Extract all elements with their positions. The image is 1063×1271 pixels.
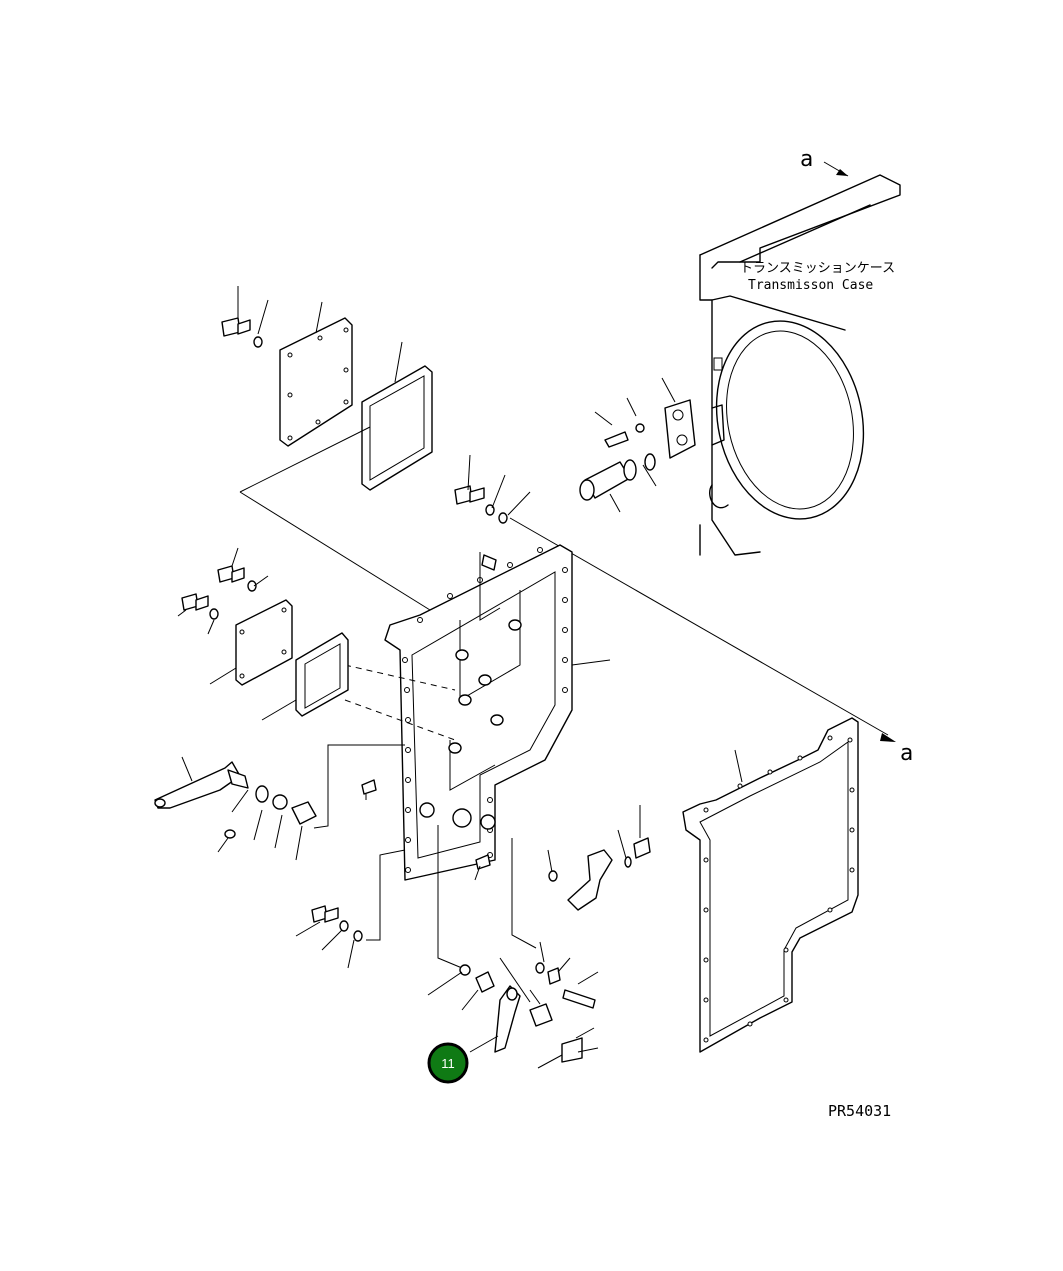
lever-assembly-right [547,805,651,911]
transmission-case [699,174,901,556]
cover-plate-top [221,286,433,491]
lever-assembly-left [154,744,405,861]
callout-number: 11 [441,1056,455,1071]
ref-letter-top: a [800,147,813,172]
case-label-jp: トランスミッションケース [740,261,895,276]
cover-plate-left [177,547,349,721]
bolts-lower-left [295,849,406,969]
arrow-head-icon [836,169,848,176]
part-callout-11[interactable]: 11 [427,1035,499,1084]
drawing-code: PR54031 [828,1102,891,1120]
valve-body [384,544,611,881]
arrow-head-right-icon [880,733,896,742]
callout-circle[interactable] [427,1042,469,1084]
lever-assembly-lower [427,825,599,1069]
ref-letter-right: a [900,741,913,766]
gasket-right [682,717,859,1053]
small-pins [361,779,491,881]
valve-assembly [579,377,696,513]
case-label-en: Transmisson Case [748,278,873,293]
bolts-middle [454,454,531,524]
